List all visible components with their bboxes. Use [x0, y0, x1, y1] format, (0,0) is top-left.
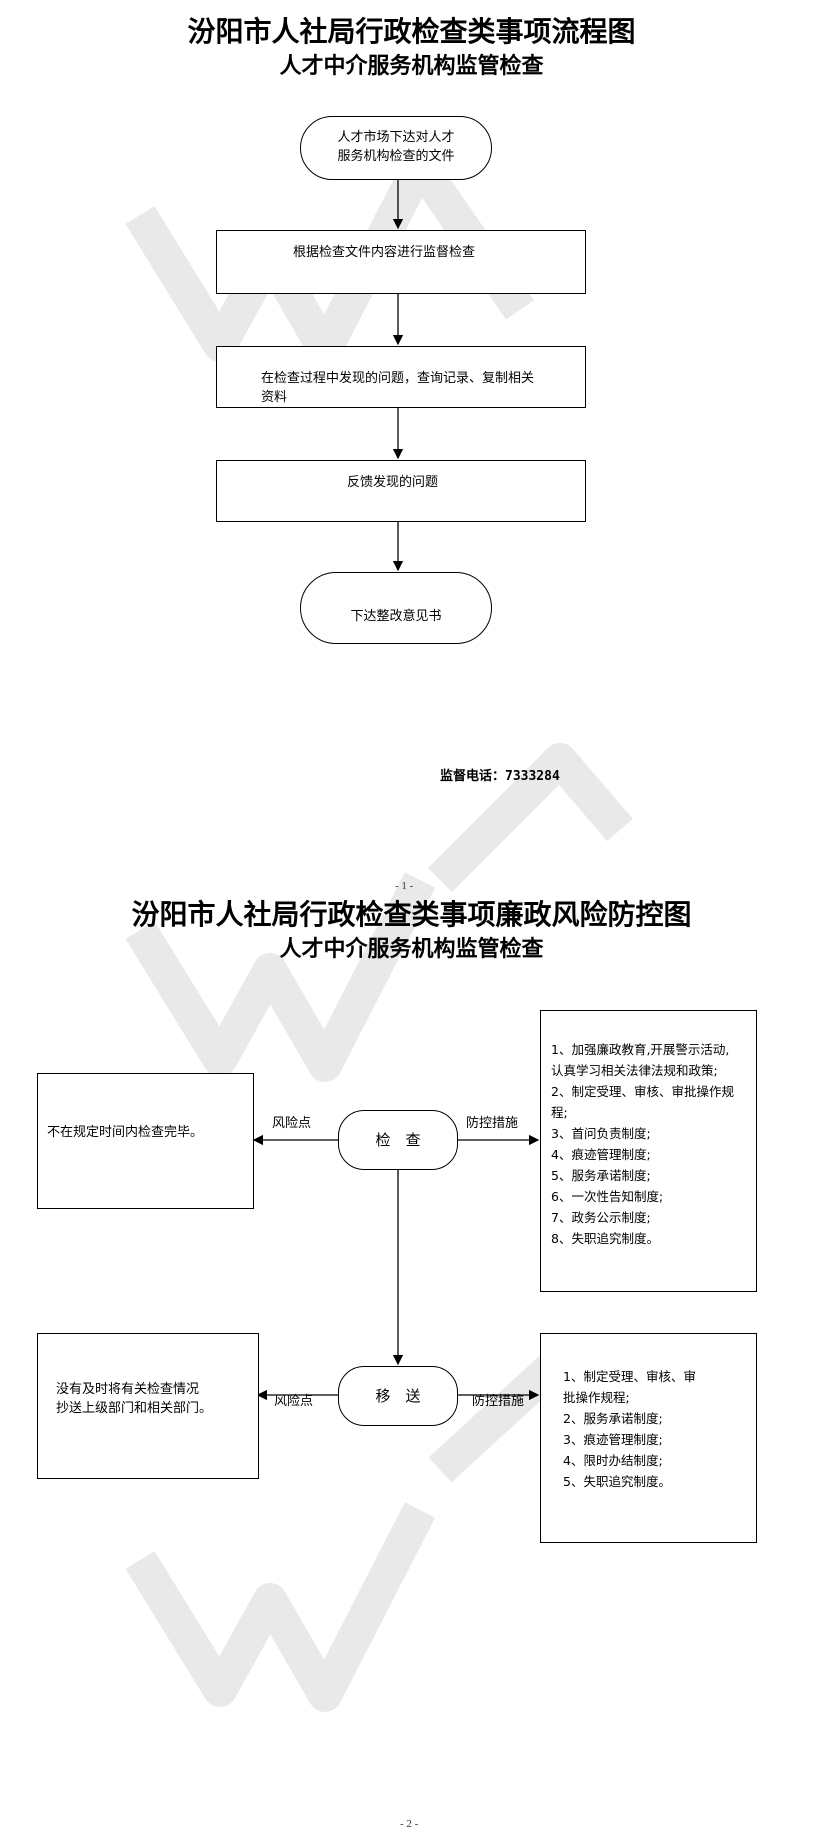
- page2-title: 汾阳市人社局行政检查类事项廉政风险防控图: [131, 898, 692, 931]
- supervision-phone: 监督电话：7333284: [440, 769, 560, 784]
- flow-step-feedback: 反馈发现的问题: [216, 460, 586, 522]
- risk-point-1: 不在规定时间内检查完毕。: [37, 1073, 254, 1209]
- risk-label-2: 风险点: [274, 1394, 314, 1409]
- flow-step-start: 人才市场下达对人才 服务机构检查的文件: [300, 116, 492, 180]
- page2-number: - 2 -: [400, 1818, 419, 1830]
- control-measures-1: 1、加强廉政教育,开展警示活动, 认真学习相关法律法规和政策; 2、制定受理、审…: [540, 1010, 757, 1292]
- control-measures-2: 1、制定受理、审核、审 批操作规程; 2、服务承诺制度; 3、痕迹管理制度; 4…: [540, 1333, 757, 1543]
- control-label-1: 防控措施: [466, 1116, 519, 1131]
- page2-subtitle: 人才中介服务机构监管检查: [279, 937, 544, 962]
- page1-number: - 1 -: [395, 880, 414, 892]
- risk-label-1: 风险点: [272, 1116, 312, 1131]
- flow-step-end: 下达整改意见书: [300, 572, 492, 644]
- page1-subtitle: 人才中介服务机构监管检查: [279, 54, 544, 79]
- node-transfer: 移 送: [338, 1366, 458, 1426]
- page1-title: 汾阳市人社局行政检查类事项流程图: [187, 15, 636, 48]
- control-label-2: 防控措施: [472, 1394, 525, 1409]
- flow-step-record: 在检查过程中发现的问题，查询记录、复制相关 资料: [216, 346, 586, 408]
- risk-point-2: 没有及时将有关检查情况 抄送上级部门和相关部门。: [37, 1333, 259, 1479]
- flow-step-inspect: 根据检查文件内容进行监督检查: [216, 230, 586, 294]
- node-inspect: 检 查: [338, 1110, 458, 1170]
